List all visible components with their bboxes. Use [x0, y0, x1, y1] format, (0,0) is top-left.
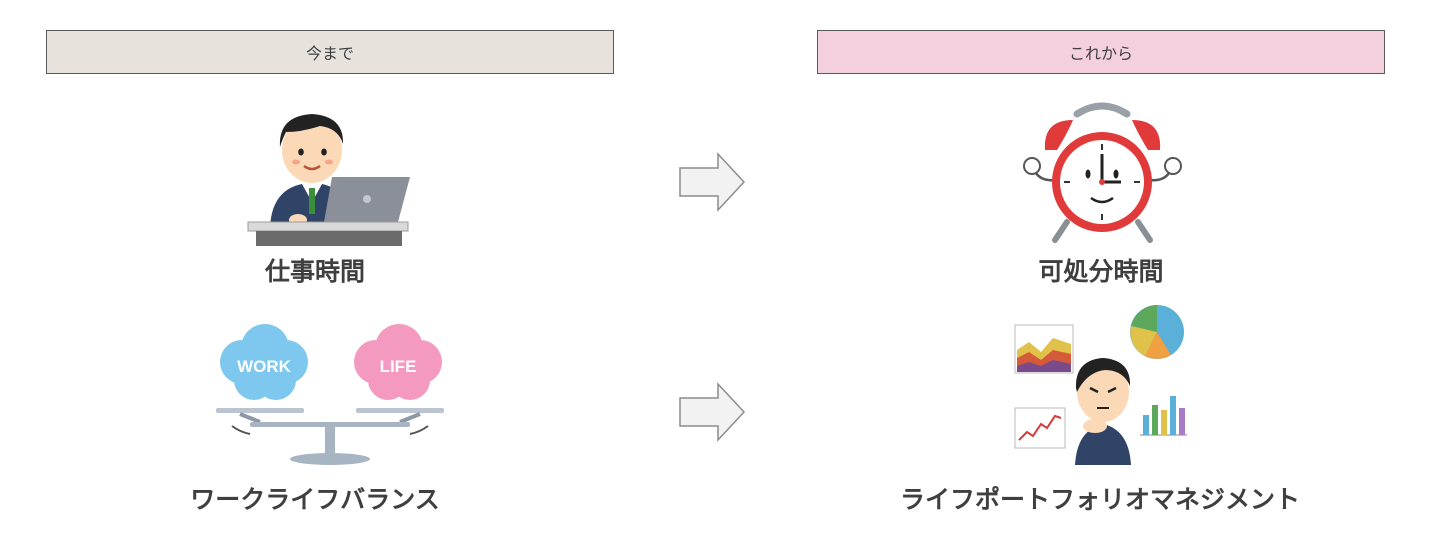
header-after-label: これから [1068, 44, 1133, 63]
label-disposable-time: 可処分時間 [1038, 257, 1164, 286]
label-life-portfolio-management: ライフポートフォリオマネジメント [899, 485, 1300, 514]
office-worker-icon [247, 114, 410, 246]
alarm-clock-icon [1023, 102, 1182, 243]
life-cloud-icon: LIFE [354, 324, 442, 400]
analyst-with-charts-icon [1014, 305, 1187, 465]
bar-chart-icon [1140, 396, 1187, 436]
arrow-right-icon [679, 152, 746, 212]
header-after: これから [817, 30, 1385, 74]
pie-chart-icon [1130, 305, 1184, 359]
arrow-right-icon [679, 382, 746, 442]
work-cloud-label: WORK [237, 357, 292, 376]
header-before-label: 今まで [305, 44, 354, 63]
area-chart-icon [1014, 324, 1074, 374]
label-work-life-balance: ワークライフバランス [190, 485, 440, 514]
work-life-scale-icon: WORK LIFE [216, 324, 444, 465]
label-work-hours: 仕事時間 [264, 257, 365, 286]
line-chart-icon [1014, 407, 1066, 449]
work-cloud-icon: WORK [220, 324, 308, 400]
header-before: 今まで [46, 30, 614, 74]
life-cloud-label: LIFE [380, 357, 417, 376]
